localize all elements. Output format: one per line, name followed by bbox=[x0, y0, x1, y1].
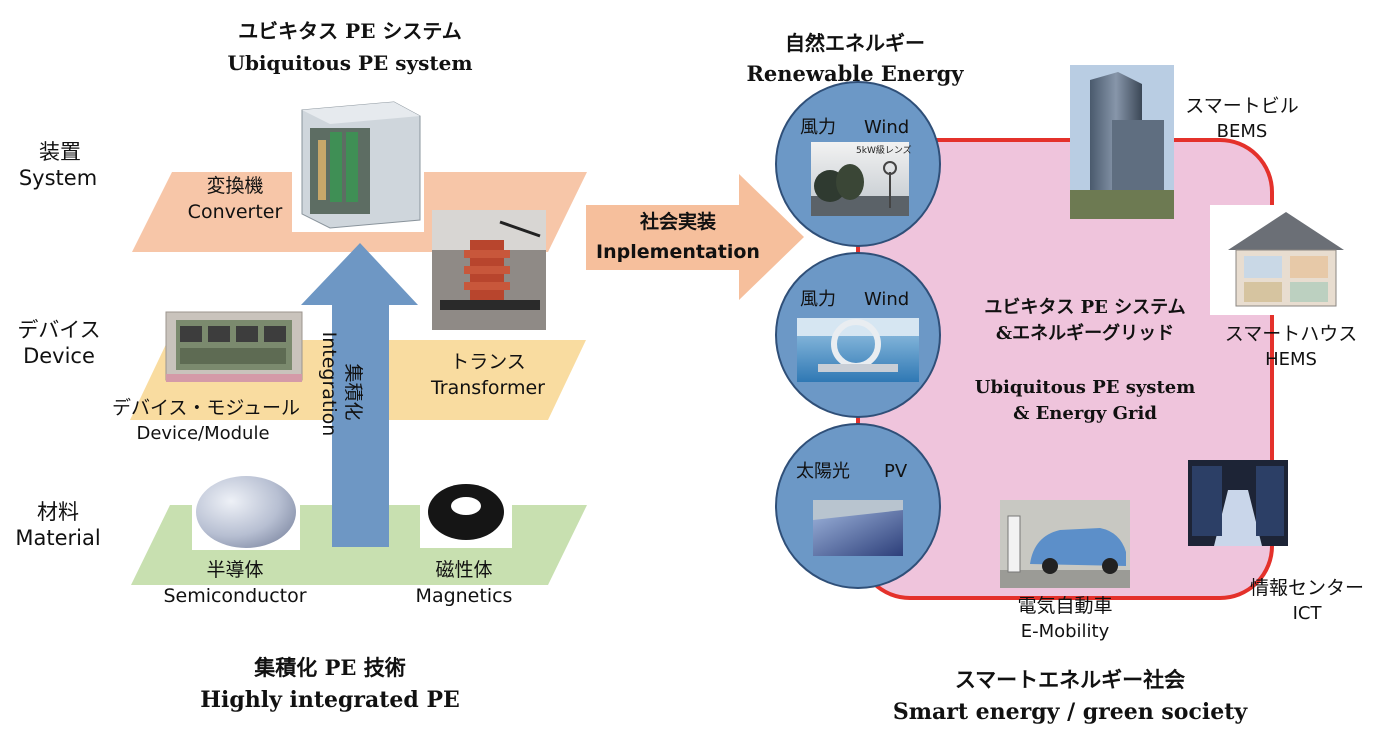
ev-photo bbox=[1000, 500, 1130, 588]
renewable-title-en: Renewable Energy bbox=[746, 61, 964, 86]
device-label-ja: デバイス bbox=[17, 318, 101, 342]
ev-label-en: E-Mobility bbox=[1020, 621, 1110, 642]
material-label-ja: 材料 bbox=[37, 500, 79, 524]
semiconductor-label-ja: 半導体 bbox=[206, 559, 264, 581]
magnetic-core-photo bbox=[420, 470, 512, 548]
renewable-title-ja: 自然エネルギー bbox=[785, 31, 925, 55]
transformer-photo bbox=[432, 210, 546, 330]
left-title-ja: ユビキタス PE システム bbox=[238, 19, 462, 43]
grid-center-ja1: ユビキタス PE システム bbox=[984, 297, 1186, 318]
left-bottom-ja: 集積化 PE 技術 bbox=[254, 655, 406, 680]
building-label-ja: スマートビル bbox=[1185, 95, 1299, 117]
wind1-photo-caption: 5kW級レンズ bbox=[856, 146, 912, 156]
building-label-en: BEMS bbox=[1216, 121, 1268, 142]
magnetics-label-ja: 磁性体 bbox=[435, 559, 493, 581]
ev-label-ja: 電気自動車 bbox=[1017, 595, 1113, 617]
implementation-arrow bbox=[586, 174, 804, 300]
wind-photo-1 bbox=[811, 142, 909, 216]
system-label-en: System bbox=[18, 166, 98, 190]
wind2-label-en: Wind bbox=[864, 289, 910, 310]
magnetics-label-en: Magnetics bbox=[415, 585, 513, 607]
semiconductor-label-en: Semiconductor bbox=[163, 585, 307, 607]
house-label-en: HEMS bbox=[1265, 349, 1317, 370]
left-bottom-en: Highly integrated PE bbox=[200, 687, 460, 713]
device-module-photo bbox=[165, 311, 303, 382]
material-label-en: Material bbox=[15, 526, 101, 550]
left-title-en: Ubiquitous PE system bbox=[227, 51, 473, 75]
transformer-label-ja: トランス bbox=[450, 351, 526, 373]
implementation-label-en: Inplementation bbox=[596, 241, 760, 263]
converter-label-ja: 変換機 bbox=[206, 175, 264, 197]
building-photo bbox=[1070, 65, 1174, 219]
pv-label-ja: 太陽光 bbox=[796, 461, 850, 482]
wind1-label-en: Wind bbox=[864, 117, 910, 138]
house-label-ja: スマートハウス bbox=[1224, 323, 1358, 345]
pv-label-en: PV bbox=[884, 461, 908, 482]
module-label-ja: デバイス・モジュール bbox=[111, 397, 301, 419]
grid-center-en2: & Energy Grid bbox=[1013, 403, 1157, 424]
integration-label-en: Integration bbox=[318, 331, 340, 437]
right-bottom-ja: スマートエネルギー社会 bbox=[954, 667, 1186, 692]
module-label-en: Device/Module bbox=[136, 423, 270, 444]
ict-label-ja: 情報センター bbox=[1249, 577, 1364, 599]
wind2-label-ja: 風力 bbox=[800, 289, 836, 310]
converter-label-en: Converter bbox=[187, 201, 283, 223]
ict-label-en: ICT bbox=[1292, 603, 1322, 624]
converter-photo bbox=[292, 98, 424, 232]
grid-center-en1: Ubiquitous PE system bbox=[974, 377, 1196, 398]
house-photo bbox=[1210, 205, 1370, 315]
wafer-photo bbox=[192, 474, 300, 550]
transformer-label-en: Transformer bbox=[430, 377, 545, 399]
wind1-label-ja: 風力 bbox=[800, 117, 836, 138]
wind-photo-2 bbox=[797, 318, 919, 382]
right-bottom-en: Smart energy / green society bbox=[892, 699, 1248, 725]
implementation-label-ja: 社会実装 bbox=[639, 211, 716, 233]
grid-center-ja2: &エネルギーグリッド bbox=[995, 323, 1175, 344]
integration-arrow bbox=[301, 243, 418, 547]
integration-label-ja: 集積化 bbox=[342, 363, 364, 421]
datacenter-photo bbox=[1188, 460, 1288, 546]
device-label-en: Device bbox=[23, 344, 95, 368]
system-label-ja: 装置 bbox=[39, 140, 81, 164]
pv-photo bbox=[813, 500, 903, 556]
